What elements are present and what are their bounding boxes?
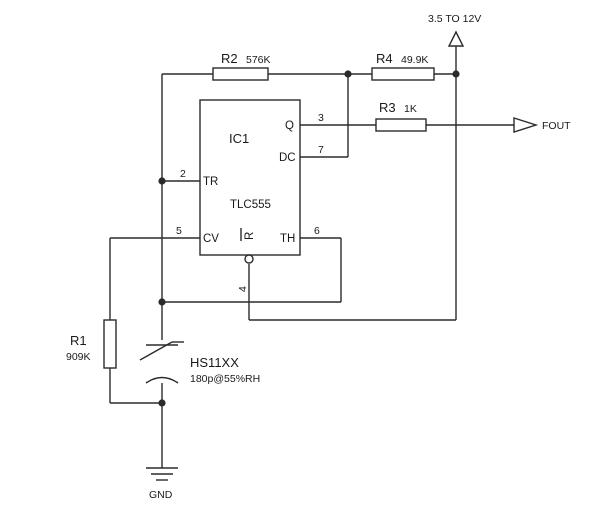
pin-reset-inversion-bubble-icon — [244, 254, 254, 264]
resistor-r2-designator: R2 — [221, 51, 238, 66]
pin-cv-name: CV — [203, 233, 219, 245]
ground-symbol: GND — [146, 467, 178, 501]
resistor-r2-body-icon — [212, 67, 269, 81]
pin-th-number: 6 — [314, 225, 320, 237]
sensor-variable-arrow-icon — [139, 341, 173, 361]
pin-tr-name: TR — [203, 176, 218, 188]
output-arrow-icon — [513, 117, 539, 133]
pin-reset-number: 4 — [237, 286, 249, 292]
resistor-r1-value: 909K — [66, 351, 91, 363]
junction-tr — [158, 177, 166, 185]
supply-symbol: 3.5 TO 12V — [428, 13, 481, 47]
junction-r1-return — [158, 399, 166, 407]
pin-cv-number: 5 — [176, 225, 182, 237]
ic-part-number: TLC555 — [230, 199, 271, 211]
resistor-r2-value: 576K — [246, 54, 271, 66]
pin-reset-name: R — [244, 232, 256, 240]
resistor-r2: R2 576K — [212, 51, 271, 81]
resistor-r3-designator: R3 — [379, 100, 396, 115]
resistor-r1-body-icon — [103, 319, 117, 369]
junctions — [158, 70, 460, 407]
timer-ic-body — [199, 99, 301, 256]
pin-q-number: 3 — [318, 112, 324, 124]
sensor-value: 180p@55%RH — [190, 373, 260, 385]
sensor-plate-bottom-icon — [145, 376, 179, 384]
resistor-r4-value: 49.9K — [401, 54, 428, 66]
sensor-designator: HS11XX — [190, 355, 239, 370]
ic-designator: IC1 — [229, 131, 249, 146]
humidity-sensor: HS11XX 180p@55%RH — [139, 341, 260, 385]
output-symbol: FOUT — [513, 117, 571, 133]
resistor-r3-value: 1K — [404, 103, 417, 115]
timer-ic: IC1 TLC555 Q DC TR CV TH R 3 7 2 5 6 4 — [176, 99, 324, 292]
supply-arrow-icon — [447, 30, 465, 47]
junction-dc-top — [344, 70, 352, 78]
pin-q-name: Q — [285, 120, 294, 132]
supply-label: 3.5 TO 12V — [428, 13, 481, 25]
junction-supply-top — [452, 70, 460, 78]
ground-label: GND — [149, 489, 173, 501]
resistor-r3: R3 1K — [375, 100, 427, 132]
output-label: FOUT — [542, 120, 571, 132]
resistor-r4-body-icon — [371, 67, 435, 81]
pin-dc-number: 7 — [318, 144, 324, 156]
resistor-r4-designator: R4 — [376, 51, 393, 66]
resistor-r3-body-icon — [375, 118, 427, 132]
resistor-r1: R1 909K — [66, 319, 117, 369]
wires — [109, 46, 514, 468]
junction-th — [158, 298, 166, 306]
pin-tr-number: 2 — [180, 168, 186, 180]
resistor-r4: R4 49.9K — [371, 51, 435, 81]
pin-th-name: TH — [280, 233, 295, 245]
pin-dc-name: DC — [279, 152, 296, 164]
resistor-r1-designator: R1 — [70, 333, 87, 348]
